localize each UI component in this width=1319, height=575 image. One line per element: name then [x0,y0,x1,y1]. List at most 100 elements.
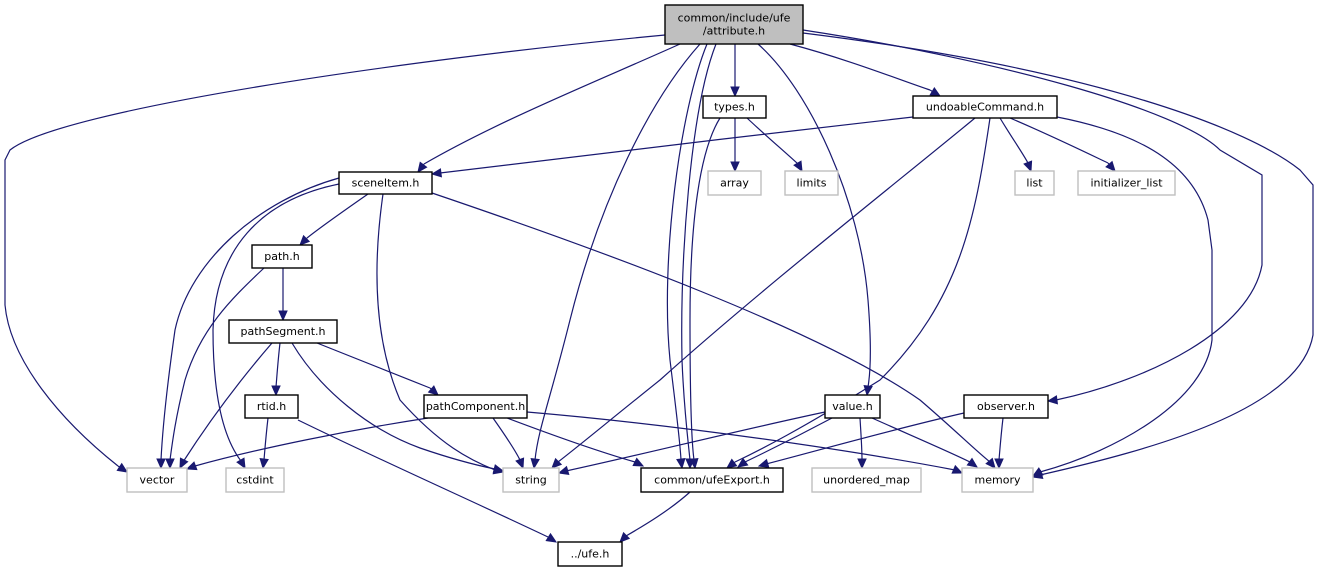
node-observer[interactable]: observer.h [963,394,1049,419]
node-box [423,394,528,419]
arrowhead-icon [545,532,558,543]
edge-line [681,43,717,461]
node-label: common/include/ufe [678,12,791,25]
edge-pathSegment-to-pathComponent [316,342,439,396]
node-box [640,467,784,493]
arrowhead-icon [726,458,738,469]
edge-line [999,117,1029,164]
node-box [702,95,767,119]
edge-line [306,193,369,239]
edge-undoableCommand-to-sceneItem [430,116,914,178]
edge-line [212,183,340,462]
edge-attribute-to-string [530,43,701,470]
edge-line [492,417,521,461]
arrowhead-icon [689,457,699,470]
node-pathSegment[interactable]: pathSegment.h [228,319,338,344]
arrowhead-icon [736,457,749,468]
node-box [244,394,299,419]
node-label: path.h [264,250,300,263]
node-box [557,541,623,567]
node-types[interactable]: types.h [702,95,767,119]
node-label: observer.h [977,400,1035,413]
edge-value-to-unordered_map [857,417,867,470]
arrowhead-icon [632,457,645,467]
edge-line [275,342,281,388]
node-box [1014,170,1055,196]
edge-line [746,117,799,165]
edge-line [734,117,991,463]
node-initializer_list: initializer_list [1077,170,1176,196]
node-box [228,319,338,344]
edge-line [565,411,826,472]
node-ufeExport[interactable]: common/ufeExport.h [640,467,784,493]
node-label: ../ufe.h [571,548,610,561]
node-box [784,170,839,196]
arrowhead-icon [1031,467,1044,477]
edge-sceneItem-to-string [376,193,505,475]
edge-line [871,417,971,463]
arrowhead-icon [551,457,563,469]
node-box [707,170,762,196]
edge-line [859,417,863,461]
arrowhead-icon [994,458,1004,470]
edge-line [765,412,965,465]
node-value[interactable]: value.h [824,394,881,419]
arrowhead-icon [179,457,189,470]
edge-pathSegment-to-vector [179,342,273,470]
node-label: initializer_list [1090,177,1163,190]
node-box [961,467,1034,493]
node-box [963,394,1049,419]
node-box [912,95,1058,119]
node-box [502,467,560,493]
node-box [126,467,188,493]
node-sceneItem[interactable]: sceneItem.h [338,171,433,195]
edge-line [439,116,914,174]
edge-line [744,417,833,463]
arrowhead-icon [619,531,631,543]
arrowhead-icon [557,465,570,475]
edge-line [998,417,1004,461]
node-attribute[interactable]: common/include/ufe/attribute.h [664,4,804,45]
node-path[interactable]: path.h [251,244,313,269]
edge-rtid-to-cstdint [259,417,269,470]
edge-observer-to-ufeExport [757,412,965,468]
edge-line [506,417,636,463]
edges-layer [4,29,1314,543]
node-label: value.h [832,400,873,413]
edge-line [291,342,496,470]
node-ufe[interactable]: ../ufe.h [557,541,623,567]
arrowhead-icon [966,457,979,468]
edge-line [316,342,431,389]
node-label: types.h [714,101,755,114]
node-box [1077,170,1176,196]
edge-line [4,34,666,467]
edge-undoableCommand-to-ufeExport [726,117,991,469]
arrowhead-icon [271,385,281,397]
node-label: list [1026,177,1043,190]
node-undoableCommand[interactable]: undoableCommand.h [912,95,1058,119]
edge-types-to-ufeExport [689,117,721,470]
edge-attribute-to-sceneItem [417,43,681,173]
edge-line [169,267,265,461]
node-pathComponent[interactable]: pathComponent.h [423,394,528,419]
node-list: list [1014,170,1055,196]
edge-line [802,32,1314,476]
node-limits: limits [784,170,839,196]
arrowhead-icon [236,457,246,470]
edge-line [757,43,871,388]
node-label: /attribute.h [703,25,765,38]
edge-line [263,417,269,461]
node-label: cstdint [236,474,274,487]
arrowhead-icon [929,87,942,97]
edge-line [526,411,956,471]
arrowhead-icon [1105,160,1116,172]
arrowhead-icon [417,161,428,173]
edge-pathComponent-to-memory [526,411,964,474]
edge-types-to-limits [746,117,803,173]
edge-path-to-pathSegment [278,268,288,322]
arrowhead-icon [165,458,175,470]
node-rtid[interactable]: rtid.h [244,394,299,419]
node-box [811,467,922,493]
edge-line [182,342,273,463]
node-box [664,4,804,45]
